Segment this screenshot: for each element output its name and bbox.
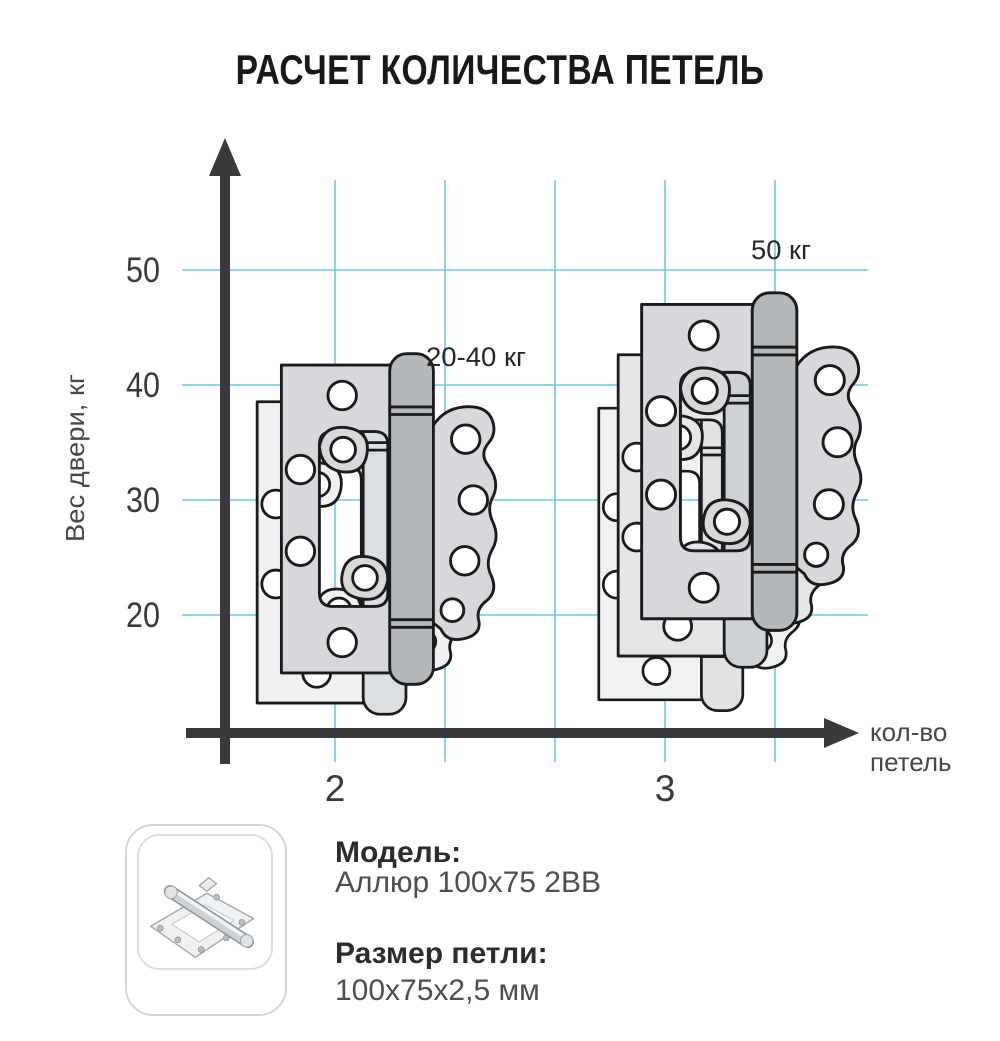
hinge-illustration: [279, 352, 498, 686]
model-label: Модель:: [335, 836, 462, 869]
y-axis-label: Вес двери, кг: [60, 374, 90, 542]
chart-axes: [186, 138, 859, 764]
hinge-stack-three: [597, 291, 863, 712]
y-tick-50: 50: [126, 251, 160, 290]
product-thumbnail-card: [125, 824, 287, 1016]
size-value: 100х75х2,5 мм: [335, 974, 540, 1007]
size-label: Размер петли:: [335, 937, 548, 970]
hinge-photo-icon: [149, 877, 255, 959]
y-tick-40: 40: [126, 366, 160, 405]
y-tick-30: 30: [126, 481, 160, 520]
y-axis-arrow-icon: [209, 138, 241, 176]
x-tick-3: 3: [655, 768, 676, 809]
x-axis-label-line2: петель: [870, 747, 952, 777]
annotation-two-hinges: 20-40 кг: [426, 342, 526, 372]
x-axis-label-line1: кол-во: [870, 717, 947, 747]
x-tick-2: 2: [325, 768, 346, 809]
hinge-count-chart: 50 40 30 20 2 3 Вес двери, кг кол-во пет…: [60, 138, 952, 809]
product-thumbnail-frame: [137, 834, 273, 970]
hinge-stack-two: [255, 352, 498, 716]
model-value: Аллюр 100х75 2ВВ: [335, 866, 602, 899]
x-axis-arrow-icon: [824, 718, 859, 748]
y-tick-20: 20: [126, 596, 160, 635]
annotation-three-hinges: 50 кг: [751, 235, 811, 265]
hinge-illustration: [640, 291, 863, 632]
page-title: РАСЧЕТ КОЛИЧЕСТВА ПЕТЕЛЬ: [235, 46, 765, 93]
